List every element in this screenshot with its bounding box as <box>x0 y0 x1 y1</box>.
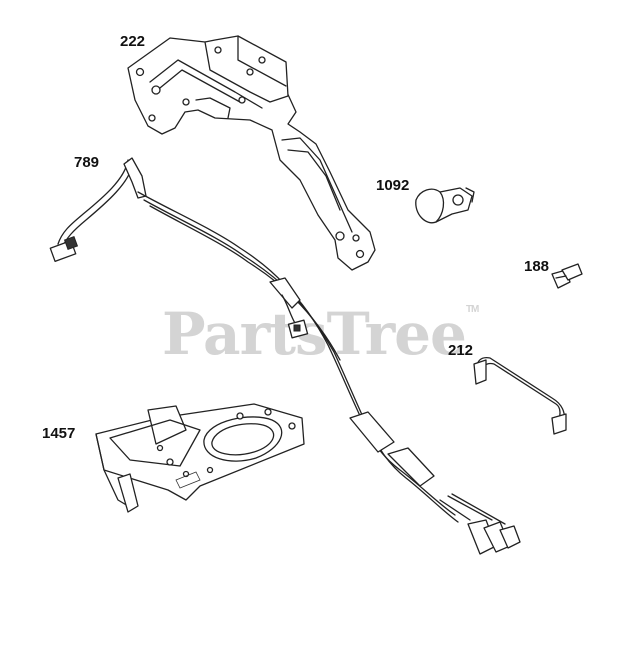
part-label-222: 222 <box>120 33 146 50</box>
part-212-rod[interactable] <box>473 356 567 435</box>
part-1092-clip[interactable] <box>415 187 475 224</box>
part-222-bracket[interactable] <box>127 35 376 271</box>
part-label-1092: 1092 <box>376 177 410 194</box>
part-789-wire-harness[interactable] <box>49 157 521 555</box>
partstree-watermark: PartsTreeTM <box>162 300 479 368</box>
part-188-screw[interactable] <box>551 263 583 289</box>
part-label-1457: 1457 <box>42 425 76 442</box>
part-1457-control-plate[interactable] <box>95 403 305 513</box>
part-label-188: 188 <box>524 258 550 275</box>
part-label-789: 789 <box>74 154 100 171</box>
part-label-212: 212 <box>448 342 474 359</box>
